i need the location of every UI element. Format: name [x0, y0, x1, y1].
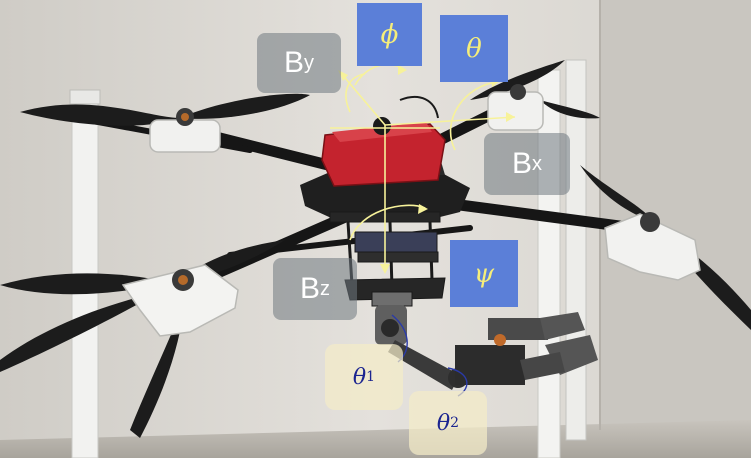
frame-label-bz-sub: z — [320, 277, 330, 300]
joint-label-theta1-sub: 1 — [366, 369, 376, 385]
floor — [0, 420, 751, 458]
joint-label-theta2-main: θ — [436, 410, 451, 436]
angle-label-psi-text: ψ — [473, 258, 495, 289]
angle-label-psi: ψ — [450, 240, 518, 307]
battery-box — [321, 95, 446, 187]
frame-label-by-main: B — [283, 46, 304, 79]
angle-label-theta-text: θ — [466, 33, 482, 64]
lower-cage — [329, 211, 446, 307]
frame-label-by-sub: y — [304, 51, 314, 74]
joint-label-theta1-main: θ — [352, 364, 367, 390]
angle-label-theta: θ — [440, 15, 508, 82]
frame-label-bx-sub: x — [532, 152, 542, 175]
body-frame-axes — [330, 63, 516, 272]
right-wall — [600, 0, 751, 458]
frame-label-bx-main: B — [511, 147, 532, 180]
joint-label-theta2-sub: 2 — [450, 415, 460, 431]
frame-label-bz-main: B — [299, 272, 320, 305]
stand-pole-right — [537, 69, 561, 458]
robotic-arm — [375, 305, 598, 390]
angle-label-phi-text: ϕ — [380, 19, 399, 50]
angle-label-phi: ϕ — [357, 3, 422, 66]
